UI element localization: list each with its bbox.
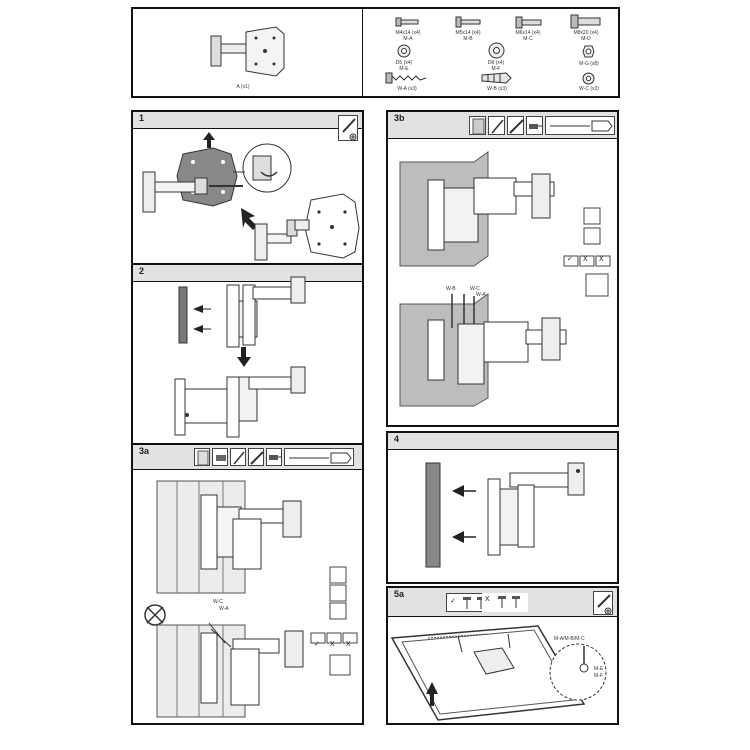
step-4-header: 4: [388, 433, 617, 450]
step-5a-mf-label: M-F: [594, 673, 603, 679]
step-4-illustration: [425, 462, 585, 568]
step-3a-panel: 3a W-C W-A ✓: [131, 443, 364, 725]
step-5a-header: 5a: [388, 588, 617, 617]
step-3b-panel: 3b W-B W-C W-A ✓ X X: [386, 110, 619, 427]
step-2-illustration: [174, 276, 306, 438]
wood-stud-icon: [194, 448, 210, 466]
step-3b-number: 3b: [394, 113, 405, 123]
step-3a-illustration: [144, 480, 358, 718]
screw-ok-check: ✓: [450, 598, 456, 605]
bracket-a-illustration: [210, 26, 285, 77]
step-3b-wc-label: W-C: [470, 286, 480, 292]
wall-screw-w-a-label: W-A (x3): [397, 86, 417, 92]
wall-anchor-w-b-icon: [481, 72, 512, 84]
level-icon: [507, 116, 524, 135]
step-5a-panel: 5a ✓ X M-A/M-B/M-C M-E M-F: [386, 586, 619, 725]
nut-m-g-label: M-G (x8): [579, 61, 599, 67]
step-3a-check-mark: ✓: [314, 641, 320, 648]
step-5a-me-label: M-E: [594, 666, 604, 672]
step-4-number: 4: [394, 434, 400, 444]
step-3b-wa-label: W-A: [476, 292, 486, 298]
screw-m-a-label: M4x14 (x4)M-A: [395, 30, 421, 42]
washer-m-f-icon: [488, 42, 505, 59]
step-1-panel: 1: [131, 110, 364, 265]
drill-icon: [266, 448, 282, 466]
parts-divider: [362, 9, 363, 96]
washer-w-c-icon: [582, 72, 595, 85]
screwdriver-tool-icon: [593, 591, 613, 615]
bracket-a-label: A (x1): [236, 84, 250, 90]
screw-m-b-label: M5x14 (x4)M-B: [455, 30, 481, 42]
step-3a-wa-label: W-A: [219, 606, 229, 612]
washer-m-e-icon: [397, 44, 411, 58]
step-3b-check-mark: ✓: [567, 256, 573, 263]
screw-wrong-icon: X: [482, 593, 528, 612]
screw-wrong-cross: X: [485, 596, 490, 603]
step-1-number: 1: [139, 113, 145, 123]
step-2-header: 2: [133, 265, 362, 282]
step-4-panel: 4: [386, 431, 619, 584]
step-5a-ma-mb-mc-label: M-A/M-B/M-C: [554, 636, 585, 642]
wall-anchor-w-b-label: W-B (x3): [487, 86, 507, 92]
screw-m-d-label: M8x20 (x4)M-D: [573, 30, 599, 42]
washer-m-e-label: D5 (x4)M-E: [395, 60, 413, 72]
step-1-illustration: [142, 132, 360, 261]
screw-m-d-icon: [570, 14, 601, 29]
screw-m-c-icon: [515, 16, 542, 29]
screw-m-c-label: M6x14 (x4)M-C: [515, 30, 541, 42]
level-icon: [248, 448, 264, 466]
nut-m-g-icon: [582, 45, 595, 58]
concrete-wall-icon: [469, 116, 486, 135]
pencil-icon: [488, 116, 505, 135]
step-3b-illustration: [399, 151, 611, 407]
parts-list-panel: A (x1) M4x14 (x4)M-A M5x14 (x4)M-B M6x14…: [131, 7, 620, 98]
pencil-icon: [230, 448, 246, 466]
drill-bit-size-icon: [545, 116, 615, 135]
step-5a-number: 5a: [394, 589, 405, 599]
step-3b-cross-mark-1: X: [583, 256, 588, 263]
wall-screw-w-a-icon: [385, 72, 427, 84]
washer-m-f-label: D8 (x4)M-F: [487, 60, 505, 72]
screw-m-a-icon: [395, 17, 419, 27]
step-2-number: 2: [139, 266, 145, 276]
washer-w-c-label: W-C (x3): [579, 86, 599, 92]
step-1-header: 1: [133, 112, 362, 129]
stud-finder-icon: [212, 448, 228, 466]
screw-m-b-icon: [455, 16, 481, 28]
screwdriver-tool-icon: [338, 115, 358, 141]
step-3a-wc-label: W-C: [213, 599, 223, 605]
drill-bit-size-icon: [284, 448, 354, 466]
step-3b-wb-label: W-B: [446, 286, 456, 292]
step-3a-cross-mark-2: X: [346, 641, 351, 648]
step-5a-illustration: [390, 625, 607, 721]
step-3b-cross-mark-2: X: [599, 256, 604, 263]
drill-icon: [526, 116, 543, 135]
step-3a-cross-mark-1: X: [330, 641, 335, 648]
step-3a-number: 3a: [139, 446, 150, 456]
step-2-panel: 2: [131, 263, 364, 445]
